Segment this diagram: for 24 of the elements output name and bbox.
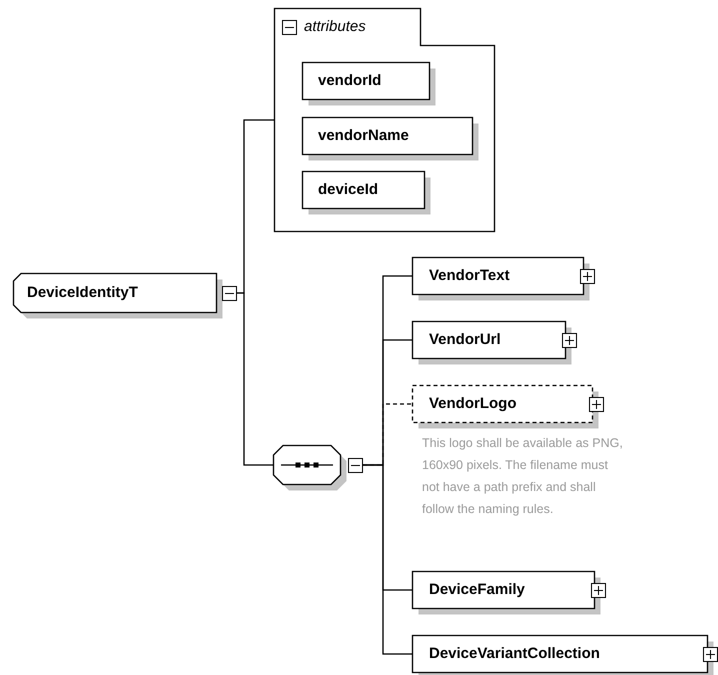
attributes-group [274,8,496,233]
element-box [412,257,595,301]
element-name: vendorName [318,127,409,145]
element-name: DeviceFamily [429,581,525,599]
attribute-box [302,117,479,161]
element-box [412,321,577,365]
connector-line [363,464,412,655]
element-name: VendorLogo [429,395,516,413]
element-box [412,571,606,615]
group-title: attributes [304,18,366,36]
complex-type-box [13,273,237,318]
element-box [412,385,604,429]
connector-line [237,292,273,466]
attribute-box [302,171,431,215]
element-name: VendorUrl [429,331,501,349]
attribute-box [302,62,436,106]
sequence-compositor [273,445,363,490]
element-name: DeviceVariantCollection [429,645,600,663]
element-name: VendorText [429,267,510,285]
element-name: DeviceIdentityT [27,284,138,302]
element-box [412,635,718,675]
annotation-text: This logo shall be available as PNG, 160x90 pixels. The filename must not have a path prefix and shall follow the naming rules. [422,435,624,518]
element-name: vendorId [318,72,382,90]
element-name: deviceId [318,181,378,199]
